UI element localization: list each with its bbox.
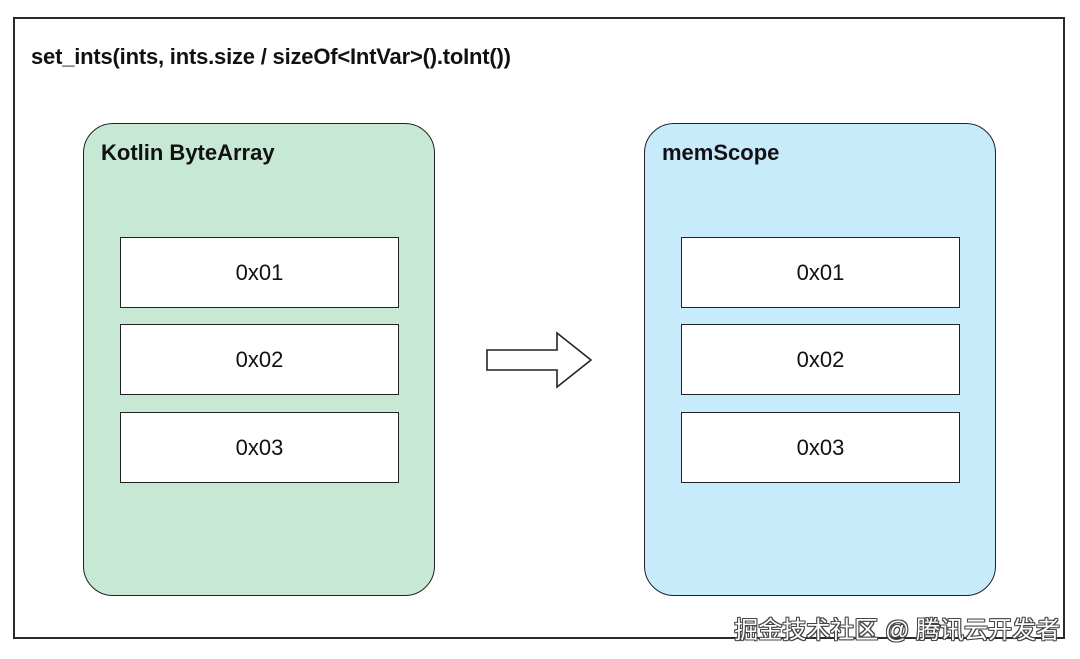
right-arrow-icon	[486, 331, 593, 389]
target-cell: 0x01	[681, 237, 960, 308]
target-cell: 0x02	[681, 324, 960, 395]
source-cell: 0x02	[120, 324, 399, 395]
source-panel: Kotlin ByteArray 0x01 0x02 0x03	[83, 123, 435, 596]
target-panel-label: memScope	[662, 140, 780, 165]
source-cell: 0x01	[120, 237, 399, 308]
target-cell: 0x03	[681, 412, 960, 483]
watermark: 掘金技术社区 @ 腾讯云开发者	[734, 617, 1060, 644]
target-panel: memScope 0x01 0x02 0x03	[644, 123, 996, 596]
source-cell: 0x03	[120, 412, 399, 483]
diagram-title: set_ints(ints, ints.size / sizeOf<IntVar…	[31, 44, 511, 69]
source-panel-label: Kotlin ByteArray	[101, 140, 275, 165]
